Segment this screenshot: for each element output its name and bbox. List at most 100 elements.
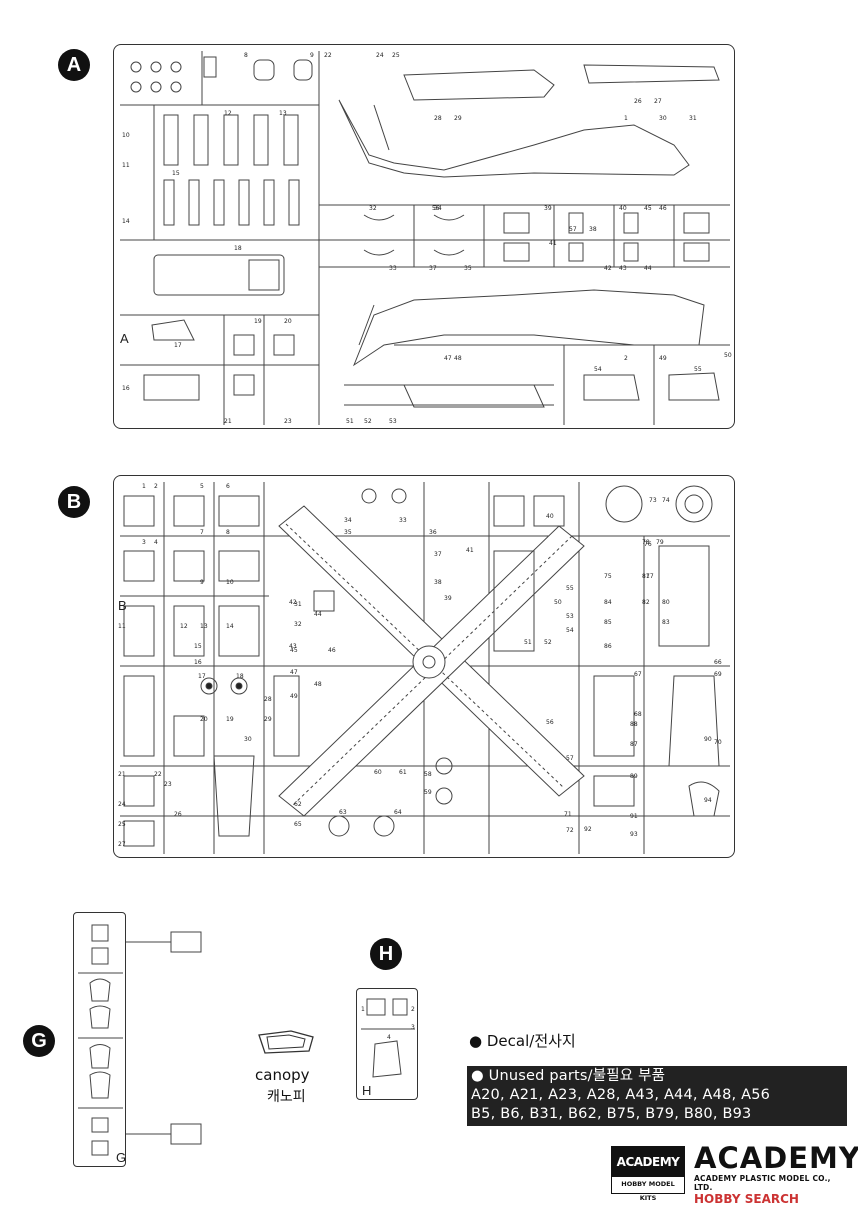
canopy-part-icon: [258, 1030, 314, 1054]
svg-text:32: 32: [369, 205, 377, 212]
svg-text:53: 53: [566, 613, 574, 620]
svg-text:40: 40: [546, 513, 554, 520]
svg-text:34: 34: [344, 517, 352, 524]
svg-text:20: 20: [284, 318, 292, 325]
svg-text:22: 22: [154, 771, 162, 778]
svg-text:24: 24: [118, 801, 126, 808]
sprue-g-frame: G: [73, 912, 126, 1167]
svg-text:39: 39: [444, 595, 452, 602]
svg-text:43: 43: [289, 643, 297, 650]
svg-text:79: 79: [656, 539, 664, 546]
logo-box-bottom-text: HOBBY MODEL KITS: [621, 1180, 675, 1202]
svg-text:37: 37: [429, 265, 437, 272]
svg-text:10: 10: [122, 132, 130, 139]
svg-text:89: 89: [630, 773, 638, 780]
hobby-search-watermark: HOBBY SEARCH: [694, 1192, 799, 1206]
svg-text:87: 87: [630, 741, 638, 748]
svg-text:49: 49: [290, 693, 298, 700]
svg-text:17: 17: [198, 673, 206, 680]
svg-text:54: 54: [566, 627, 574, 634]
svg-text:1: 1: [624, 115, 628, 122]
svg-text:41: 41: [549, 240, 557, 247]
svg-text:46: 46: [328, 647, 336, 654]
svg-text:44: 44: [644, 265, 652, 272]
svg-text:42: 42: [604, 265, 612, 272]
svg-text:44: 44: [314, 611, 322, 618]
svg-text:38: 38: [589, 226, 597, 233]
svg-text:25: 25: [118, 821, 126, 828]
sprue-b-marker: B: [58, 486, 90, 518]
svg-text:75: 75: [604, 573, 612, 580]
sprue-g-drawing: [78, 924, 123, 1156]
decal-bullet: ●: [469, 1032, 483, 1050]
sprue-g-tag: G: [116, 1150, 127, 1165]
svg-text:16: 16: [122, 385, 130, 392]
svg-text:12: 12: [180, 623, 188, 630]
svg-text:23: 23: [164, 781, 172, 788]
svg-text:90: 90: [704, 736, 712, 743]
company-name: ACADEMY PLASTIC MODEL CO., LTD.: [694, 1174, 831, 1192]
svg-text:28: 28: [434, 115, 442, 122]
svg-text:14: 14: [226, 623, 234, 630]
svg-text:88: 88: [630, 721, 638, 728]
svg-text:37: 37: [434, 551, 442, 558]
svg-text:15: 15: [194, 643, 202, 650]
svg-text:63: 63: [339, 809, 347, 816]
svg-text:48: 48: [314, 681, 322, 688]
svg-text:11: 11: [118, 623, 126, 630]
svg-text:56: 56: [546, 719, 554, 726]
svg-text:19: 19: [226, 716, 234, 723]
svg-text:42: 42: [289, 599, 297, 606]
svg-text:13: 13: [279, 110, 287, 117]
academy-hobby-logo: ACADEMY HOBBY MODEL KITS: [611, 1146, 685, 1202]
sprue-h-tag: H: [362, 1083, 372, 1098]
svg-text:53: 53: [389, 418, 397, 425]
svg-text:61: 61: [399, 769, 407, 776]
svg-text:22: 22: [324, 52, 332, 59]
svg-text:50: 50: [554, 599, 562, 606]
svg-text:17: 17: [174, 342, 182, 349]
svg-text:27: 27: [654, 98, 662, 105]
svg-text:71: 71: [564, 811, 572, 818]
svg-text:68: 68: [634, 711, 642, 718]
svg-text:39: 39: [544, 205, 552, 212]
unused-parts-box: ● Unused parts/불필요 부품 A20, A21, A23, A28…: [467, 1066, 847, 1126]
svg-text:40: 40: [619, 205, 627, 212]
svg-text:76: 76: [644, 541, 652, 548]
svg-text:74: 74: [662, 497, 670, 504]
svg-text:34: 34: [434, 205, 442, 212]
svg-text:24: 24: [376, 52, 384, 59]
svg-text:86: 86: [604, 643, 612, 650]
svg-text:35: 35: [344, 529, 352, 536]
svg-text:33: 33: [389, 265, 397, 272]
svg-text:59: 59: [424, 789, 432, 796]
svg-text:64: 64: [394, 809, 402, 816]
svg-text:26: 26: [634, 98, 642, 105]
svg-text:41: 41: [466, 547, 474, 554]
svg-text:2: 2: [154, 483, 158, 490]
unused-parts-line-2: B5, B6, B31, B62, B75, B79, B80, B93: [471, 1106, 752, 1122]
svg-text:72: 72: [566, 827, 574, 834]
academy-wordmark: ACADEMY ACADEMY PLASTIC MODEL CO., LTD. …: [694, 1141, 858, 1206]
svg-text:69: 69: [714, 671, 722, 678]
academy-wordmark-text: ACADEMY: [694, 1141, 858, 1175]
svg-text:92: 92: [584, 826, 592, 833]
svg-text:48: 48: [454, 355, 462, 362]
svg-text:29: 29: [264, 716, 272, 723]
svg-text:2: 2: [624, 355, 628, 362]
svg-text:93: 93: [630, 831, 638, 838]
svg-text:35: 35: [464, 265, 472, 272]
svg-text:83: 83: [662, 619, 670, 626]
svg-text:3: 3: [411, 1024, 415, 1031]
svg-text:52: 52: [364, 418, 372, 425]
svg-text:77: 77: [646, 573, 654, 580]
svg-text:4: 4: [387, 1034, 391, 1041]
svg-text:47: 47: [444, 355, 452, 362]
svg-text:45: 45: [644, 205, 652, 212]
svg-text:55: 55: [694, 366, 702, 373]
svg-text:65: 65: [294, 821, 302, 828]
